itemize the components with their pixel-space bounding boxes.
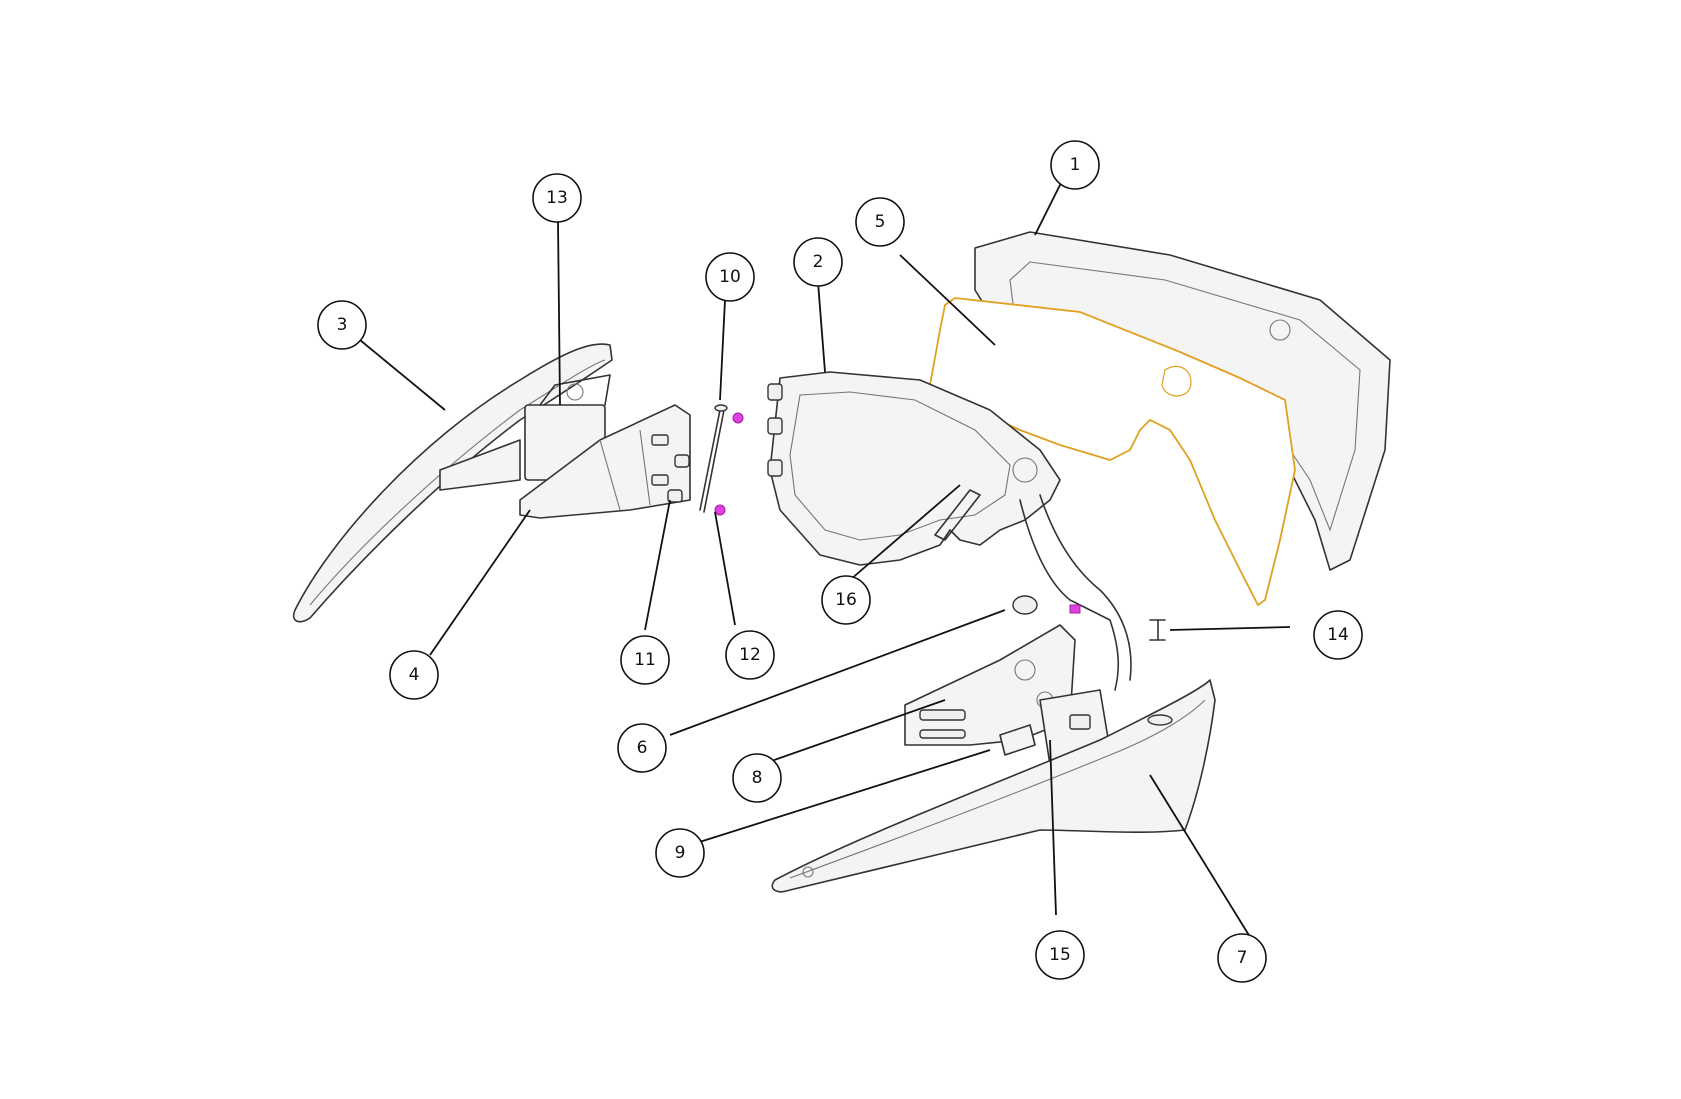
callouts: 1 2 3 4 5 6 7 8: [317, 140, 1363, 983]
part-clip: [1149, 619, 1166, 641]
part-connector: [999, 724, 1036, 756]
callout-6: 6: [617, 723, 667, 773]
callout-4: 4: [389, 650, 439, 700]
part-left-temple: [292, 343, 613, 623]
callout-8: 8: [732, 753, 782, 803]
callout-7: 7: [1217, 933, 1267, 983]
svg-text:3: 3: [337, 315, 348, 335]
svg-text:16: 16: [835, 590, 857, 610]
part-lens: [928, 297, 1296, 607]
svg-text:8: 8: [752, 768, 763, 788]
svg-text:13: 13: [546, 188, 568, 208]
svg-text:9: 9: [675, 843, 686, 863]
svg-text:2: 2: [813, 252, 824, 272]
callout-1: 1: [1050, 140, 1100, 190]
callout-16: 16: [821, 575, 871, 625]
callout-9: 9: [655, 828, 705, 878]
leader-lines: [359, 174, 1291, 946]
svg-text:15: 15: [1049, 945, 1071, 965]
part-pin: [699, 404, 728, 513]
svg-text:5: 5: [875, 212, 886, 232]
svg-text:4: 4: [409, 665, 420, 685]
callout-11: 11: [620, 635, 670, 685]
svg-text:6: 6: [637, 738, 648, 758]
svg-text:14: 14: [1327, 625, 1349, 645]
callout-3: 3: [317, 300, 367, 350]
svg-text:10: 10: [719, 267, 741, 287]
callout-15: 15: [1035, 930, 1085, 980]
svg-text:1: 1: [1070, 155, 1081, 175]
part-knob: [1012, 595, 1038, 615]
part-right-panel: [904, 624, 1076, 746]
svg-text:7: 7: [1237, 948, 1248, 968]
callout-5: 5: [855, 197, 905, 247]
callout-14: 14: [1313, 610, 1363, 660]
part-screws: [667, 454, 690, 503]
callout-2: 2: [793, 237, 843, 287]
part-frame-detail: [934, 489, 981, 541]
part-right-temple: [771, 679, 1216, 893]
callout-12: 12: [725, 630, 775, 680]
svg-text:11: 11: [634, 650, 656, 670]
svg-text:12: 12: [739, 645, 761, 665]
callout-10: 10: [705, 252, 755, 302]
part-inner-frame: [767, 371, 1132, 691]
callout-13: 13: [532, 173, 582, 223]
